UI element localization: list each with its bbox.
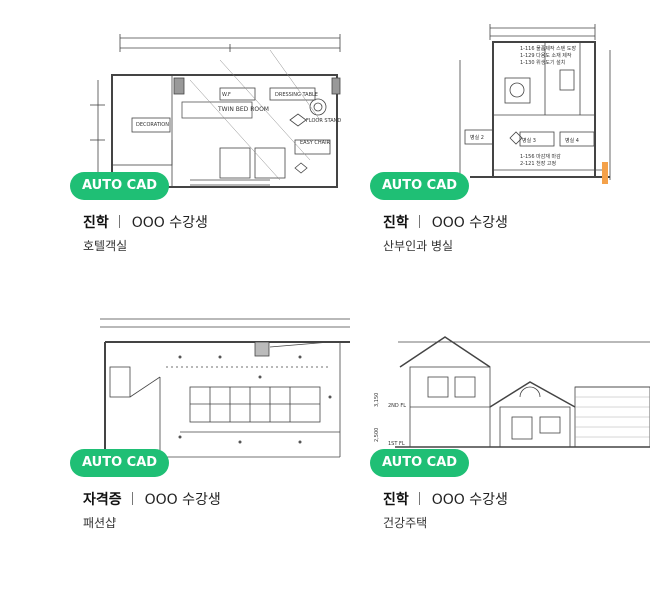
course-meta: 진학 OOO 수강생: [83, 212, 208, 232]
svg-text:병실 4: 병실 4: [565, 137, 579, 144]
course-title: 호텔객실: [83, 239, 128, 253]
software-badge: AUTO CAD: [70, 449, 170, 477]
software-badge: AUTO CAD: [370, 449, 470, 477]
svg-text:1-130 위생도기 설치: 1-130 위생도기 설치: [520, 59, 565, 66]
svg-text:W.F: W.F: [222, 92, 231, 98]
student-count: OOO 수강생: [431, 492, 508, 508]
course-title: 패션샵: [83, 516, 117, 530]
course-card-maternity-ward[interactable]: 1-116 물품제작 스텐 도장 1-129 다용도 소재 제작 1-130 위…: [370, 20, 650, 260]
divider: [131, 492, 133, 505]
svg-text:1ST FL: 1ST FL: [388, 441, 405, 447]
svg-text:DECORATION: DECORATION: [136, 122, 169, 128]
svg-text:DRESSING TABLE: DRESSING TABLE: [275, 92, 318, 98]
course-title: 산부인과 병실: [383, 239, 454, 253]
svg-text:병실 2: 병실 2: [470, 134, 484, 141]
cad-drawing-hotel-room-image: TWIN BED ROOM DECORATION W.F DRESSING TAB…: [70, 20, 350, 190]
cad-drawing-maternity-ward-image: 1-116 물품제작 스텐 도장 1-129 다용도 소재 제작 1-130 위…: [370, 20, 650, 190]
svg-text:2,500: 2,500: [374, 428, 380, 442]
divider: [418, 492, 420, 505]
software-badge: AUTO CAD: [370, 172, 470, 200]
cad-drawing-fashion-shop-image: [70, 297, 350, 467]
software-badge: AUTO CAD: [70, 172, 170, 200]
course-card-healthy-house[interactable]: 3,150 2,500 2ND FL 1ST FL AUTO CAD 진학 OOO…: [370, 297, 650, 537]
divider: [418, 215, 420, 228]
svg-text:3,150: 3,150: [374, 393, 380, 407]
svg-text:1-129 다용도 소재 제작: 1-129 다용도 소재 제작: [520, 52, 572, 59]
course-category: 진학: [83, 215, 109, 231]
course-meta: 진학 OOO 수강생: [383, 489, 508, 509]
svg-text:FLOOR STAND: FLOOR STAND: [306, 118, 341, 124]
student-count: OOO 수강생: [144, 492, 221, 508]
course-meta: 진학 OOO 수강생: [383, 212, 508, 232]
svg-text:1-156 마감재 마감: 1-156 마감재 마감: [520, 153, 561, 160]
course-category: 진학: [383, 215, 409, 231]
course-card-fashion-shop[interactable]: AUTO CAD 자격증 OOO 수강생 패션샵: [70, 297, 350, 537]
svg-text:2-121 천장 고정: 2-121 천장 고정: [520, 160, 556, 167]
svg-text:TWIN BED ROOM: TWIN BED ROOM: [217, 106, 269, 113]
course-title: 건강주택: [383, 516, 428, 530]
course-meta: 자격증 OOO 수강생: [83, 489, 221, 509]
svg-text:1-116 물품제작 스텐 도장: 1-116 물품제작 스텐 도장: [520, 45, 576, 52]
course-category: 자격증: [83, 492, 122, 508]
divider: [118, 215, 120, 228]
svg-text:병실 3: 병실 3: [522, 137, 536, 144]
student-count: OOO 수강생: [431, 215, 508, 231]
student-count: OOO 수강생: [131, 215, 208, 231]
svg-text:EASY CHAIR: EASY CHAIR: [300, 140, 331, 146]
course-card-hotel-room[interactable]: TWIN BED ROOM DECORATION W.F DRESSING TAB…: [70, 20, 350, 260]
svg-text:2ND FL: 2ND FL: [388, 403, 406, 409]
cad-drawing-healthy-house-image: 3,150 2,500 2ND FL 1ST FL: [370, 297, 650, 467]
course-category: 진학: [383, 492, 409, 508]
